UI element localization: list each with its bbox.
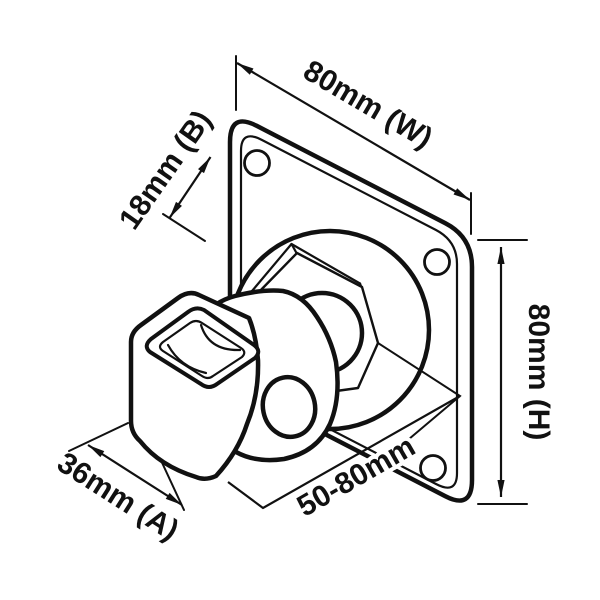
- clamp-channel-inner-rim: [158, 319, 246, 380]
- dimension-height: 80mm (H): [477, 239, 555, 505]
- screw-hole-top-right: [423, 248, 451, 276]
- witness-line: [68, 422, 129, 452]
- dimension-height-label: 80mm (H): [522, 304, 555, 441]
- lobe-hole: [260, 374, 318, 440]
- boss-base-edge: [377, 342, 462, 451]
- dimension-line-plate-offset: [168, 156, 212, 219]
- dimension-line-width: [236, 62, 471, 201]
- plate-inner-outline: [239, 135, 459, 489]
- dimension-line-holder-width: [87, 444, 183, 506]
- screw-hole-top-left: [243, 149, 271, 177]
- clamp-channel-rim: [144, 306, 261, 389]
- clamp-channel-saddle: [166, 323, 242, 375]
- dimension-line-adjust-range: [227, 395, 461, 510]
- clamp-holder: [128, 290, 261, 481]
- screw-hole-bottom-right: [419, 454, 447, 482]
- dimension-plate-offset: 18mm (B): [113, 105, 218, 242]
- witness-line: [162, 213, 206, 242]
